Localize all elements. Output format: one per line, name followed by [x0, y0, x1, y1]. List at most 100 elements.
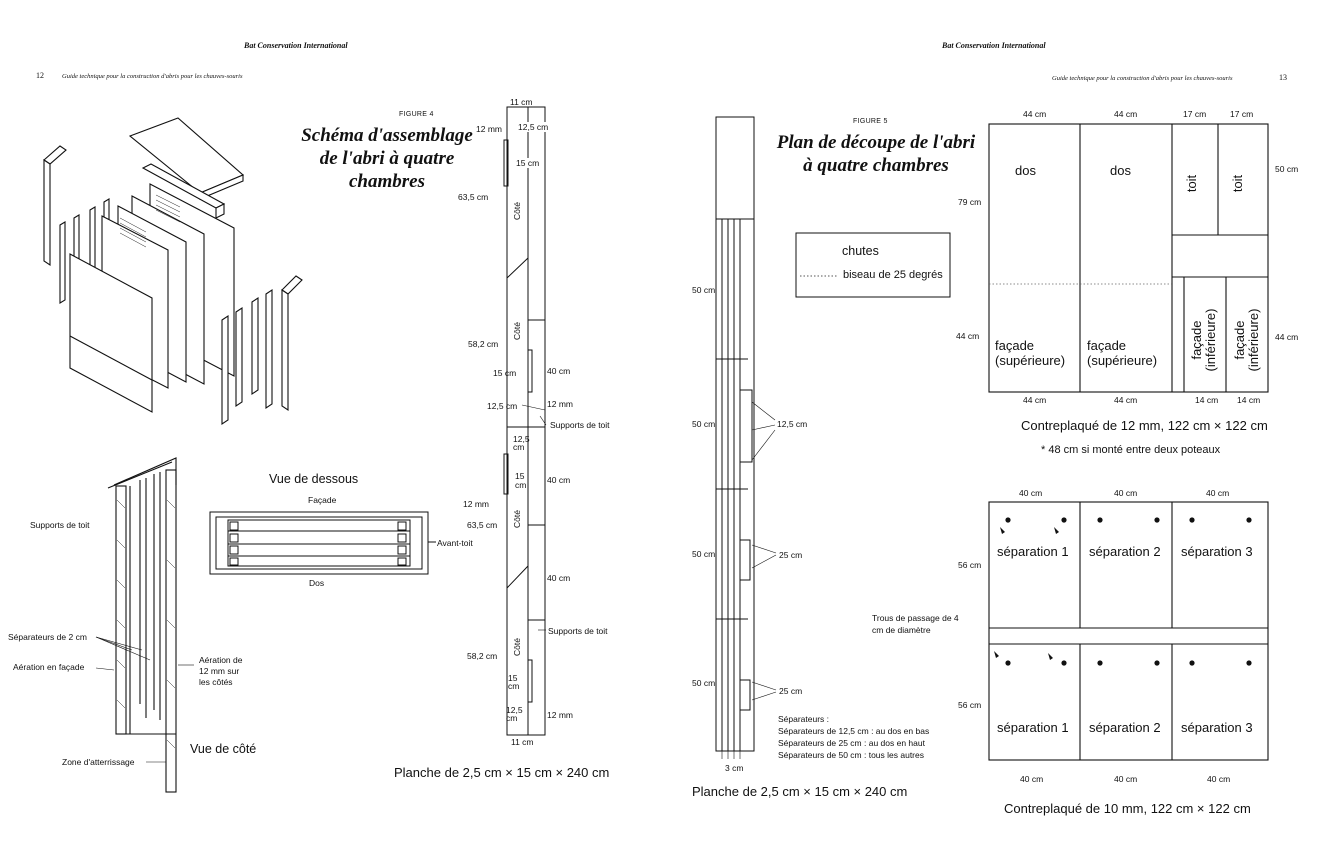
legend-box	[795, 232, 951, 298]
figure-4-label: FIGURE 4	[399, 111, 434, 118]
ply10-left-dim: 56 cm	[958, 560, 982, 570]
piece-front-upper-line: façade	[995, 338, 1035, 353]
board-label: 15	[515, 471, 525, 481]
left-board-caption: Planche de 2,5 cm × 15 cm × 240 cm	[394, 765, 610, 780]
figure-4-title-line: de l'abri à quatre	[319, 148, 455, 169]
board-spacer-label: 12,5 cm	[777, 419, 808, 429]
right-board-drawing	[715, 116, 755, 752]
right-running-title: Guide technique pour la construction d'a…	[1052, 75, 1233, 82]
board-label: 63,5 cm	[458, 192, 489, 202]
board-spacer-label: 25 cm	[779, 686, 803, 696]
ply12-top-dim: 44 cm	[1023, 109, 1047, 119]
right-board-leaders	[721, 401, 777, 759]
holes-label: Trous de passage de 4 cm de diamètre	[872, 612, 959, 636]
side-view-leaders	[95, 636, 194, 763]
piece-front-lower-line: façade	[1189, 320, 1204, 360]
board-label: cm	[508, 681, 520, 691]
board-label: 12,5	[506, 705, 523, 715]
bottom-view-back: Dos	[309, 578, 325, 588]
figure-5-label: FIGURE 5	[853, 118, 888, 125]
left-running-title: Guide technique pour la construction d'a…	[62, 73, 243, 80]
board-label: 15 cm	[493, 368, 517, 378]
label-side-vent-line: Aération de	[199, 655, 243, 665]
ply12-bottom-dim: 44 cm	[1114, 395, 1138, 405]
board-label: 15 cm	[516, 158, 540, 168]
bottom-view-drawing	[209, 511, 436, 575]
panel-hatching	[119, 194, 181, 248]
side-view-title: Vue de côté	[190, 742, 257, 756]
board-segment-label: 50 cm	[692, 678, 716, 688]
piece-back: dos	[1015, 163, 1036, 178]
right-page-number: 13	[1279, 73, 1287, 82]
right-page-header: Bat Conservation International	[942, 41, 1046, 50]
ply12-top-dim: 17 cm	[1183, 109, 1207, 119]
board-label: 58,2 cm	[467, 651, 498, 661]
holes-label-line: Trous de passage de 4	[872, 613, 959, 623]
board-label: 40 cm	[547, 475, 571, 485]
board-bottom-width: 3 cm	[725, 763, 744, 773]
left-board-drawing	[503, 106, 546, 736]
ply10-top-dim: 40 cm	[1114, 488, 1138, 498]
figure-5-title-line: Plan de découpe de l'abri	[776, 132, 976, 153]
piece-front-lower-line: façade	[1232, 320, 1247, 360]
piece-roof: toit	[1184, 174, 1200, 193]
board-label: 40 cm	[547, 366, 571, 376]
exploded-assembly-drawing	[43, 117, 303, 426]
board-label: Côté	[511, 638, 522, 656]
ply10-bottom-dim: 40 cm	[1020, 774, 1044, 784]
board-note: Séparateurs de 25 cm : au dos en haut	[778, 738, 925, 748]
ply12-top-dim: 44 cm	[1114, 109, 1138, 119]
label-spacers: Séparateurs de 2 cm	[8, 632, 87, 642]
board-notes: Séparateurs : Séparateurs de 12,5 cm : a…	[778, 713, 929, 761]
piece-front-upper-line: (supérieure)	[995, 353, 1066, 368]
side-view-texture	[116, 499, 176, 749]
bottom-view-title: Vue de dessous	[269, 472, 359, 486]
plywood-10-holes	[994, 517, 1252, 666]
legend-scrap: chutes	[842, 244, 879, 258]
ply12-bottom-dim: 44 cm	[1023, 395, 1047, 405]
ply12-note: * 48 cm si monté entre deux poteaux	[1041, 444, 1221, 456]
ply10-top-dim: 40 cm	[1019, 488, 1043, 498]
label-roof-supports: Supports de toit	[30, 520, 90, 530]
label-front-vent: Aération en façade	[13, 662, 85, 672]
ply10-bottom-dim: 40 cm	[1114, 774, 1138, 784]
board-label: 12 mm	[547, 399, 573, 409]
board-note: Séparateurs :	[778, 714, 830, 724]
board-label: 12,5	[513, 434, 530, 444]
ply12-bottom-dim: 14 cm	[1237, 395, 1261, 405]
piece-separator: séparation 1	[997, 720, 1069, 735]
plywood-10-drawing	[988, 501, 1269, 761]
legend-bevel: biseau de 25 degrés	[843, 269, 943, 281]
board-label: 40 cm	[547, 573, 571, 583]
piece-separator: séparation 1	[997, 544, 1069, 559]
piece-front-upper-line: façade	[1087, 338, 1127, 353]
piece-front-lower-line: (inférieure)	[1246, 308, 1261, 372]
piece-front-lower: façade (inférieure)	[1232, 302, 1261, 378]
holes-label-line: cm de diamètre	[872, 625, 931, 635]
board-label: 58,2 cm	[468, 339, 499, 349]
plywood-12-drawing	[988, 123, 1269, 393]
board-label: cm	[506, 713, 518, 723]
piece-front-upper: façade (supérieure)	[1087, 338, 1157, 368]
piece-front-upper: façade (supérieure)	[995, 338, 1065, 368]
board-label: Côté	[511, 322, 522, 340]
ply12-bottom-dim: 14 cm	[1195, 395, 1219, 405]
board-note: Séparateurs de 50 cm : tous les autres	[778, 750, 924, 760]
piece-back: dos	[1110, 163, 1131, 178]
figure-4-title-line: chambres	[349, 171, 425, 192]
right-board-caption: Planche de 2,5 cm × 15 cm × 240 cm	[692, 784, 908, 799]
piece-separator: séparation 2	[1089, 720, 1161, 735]
label-side-vent: Aération de 12 mm sur les côtés	[199, 655, 242, 688]
figure-4-title: Schéma d'assemblage de l'abri à quatre c…	[267, 124, 507, 193]
board-segment-label: 50 cm	[692, 285, 716, 295]
board-note: Séparateurs de 12,5 cm : au dos en bas	[778, 726, 930, 736]
board-label: 12 mm	[547, 710, 573, 720]
board-label: 12,5 cm	[487, 401, 518, 411]
board-label: Supports de toit	[550, 420, 610, 430]
ply12-left-dim: 44 cm	[956, 331, 980, 341]
label-side-vent-line: 12 mm sur	[199, 666, 240, 676]
figure-5-title: Plan de découpe de l'abri à quatre chamb…	[756, 131, 996, 177]
ply12-top-dim: 17 cm	[1230, 109, 1254, 119]
ply12-left-dim: 79 cm	[958, 197, 982, 207]
